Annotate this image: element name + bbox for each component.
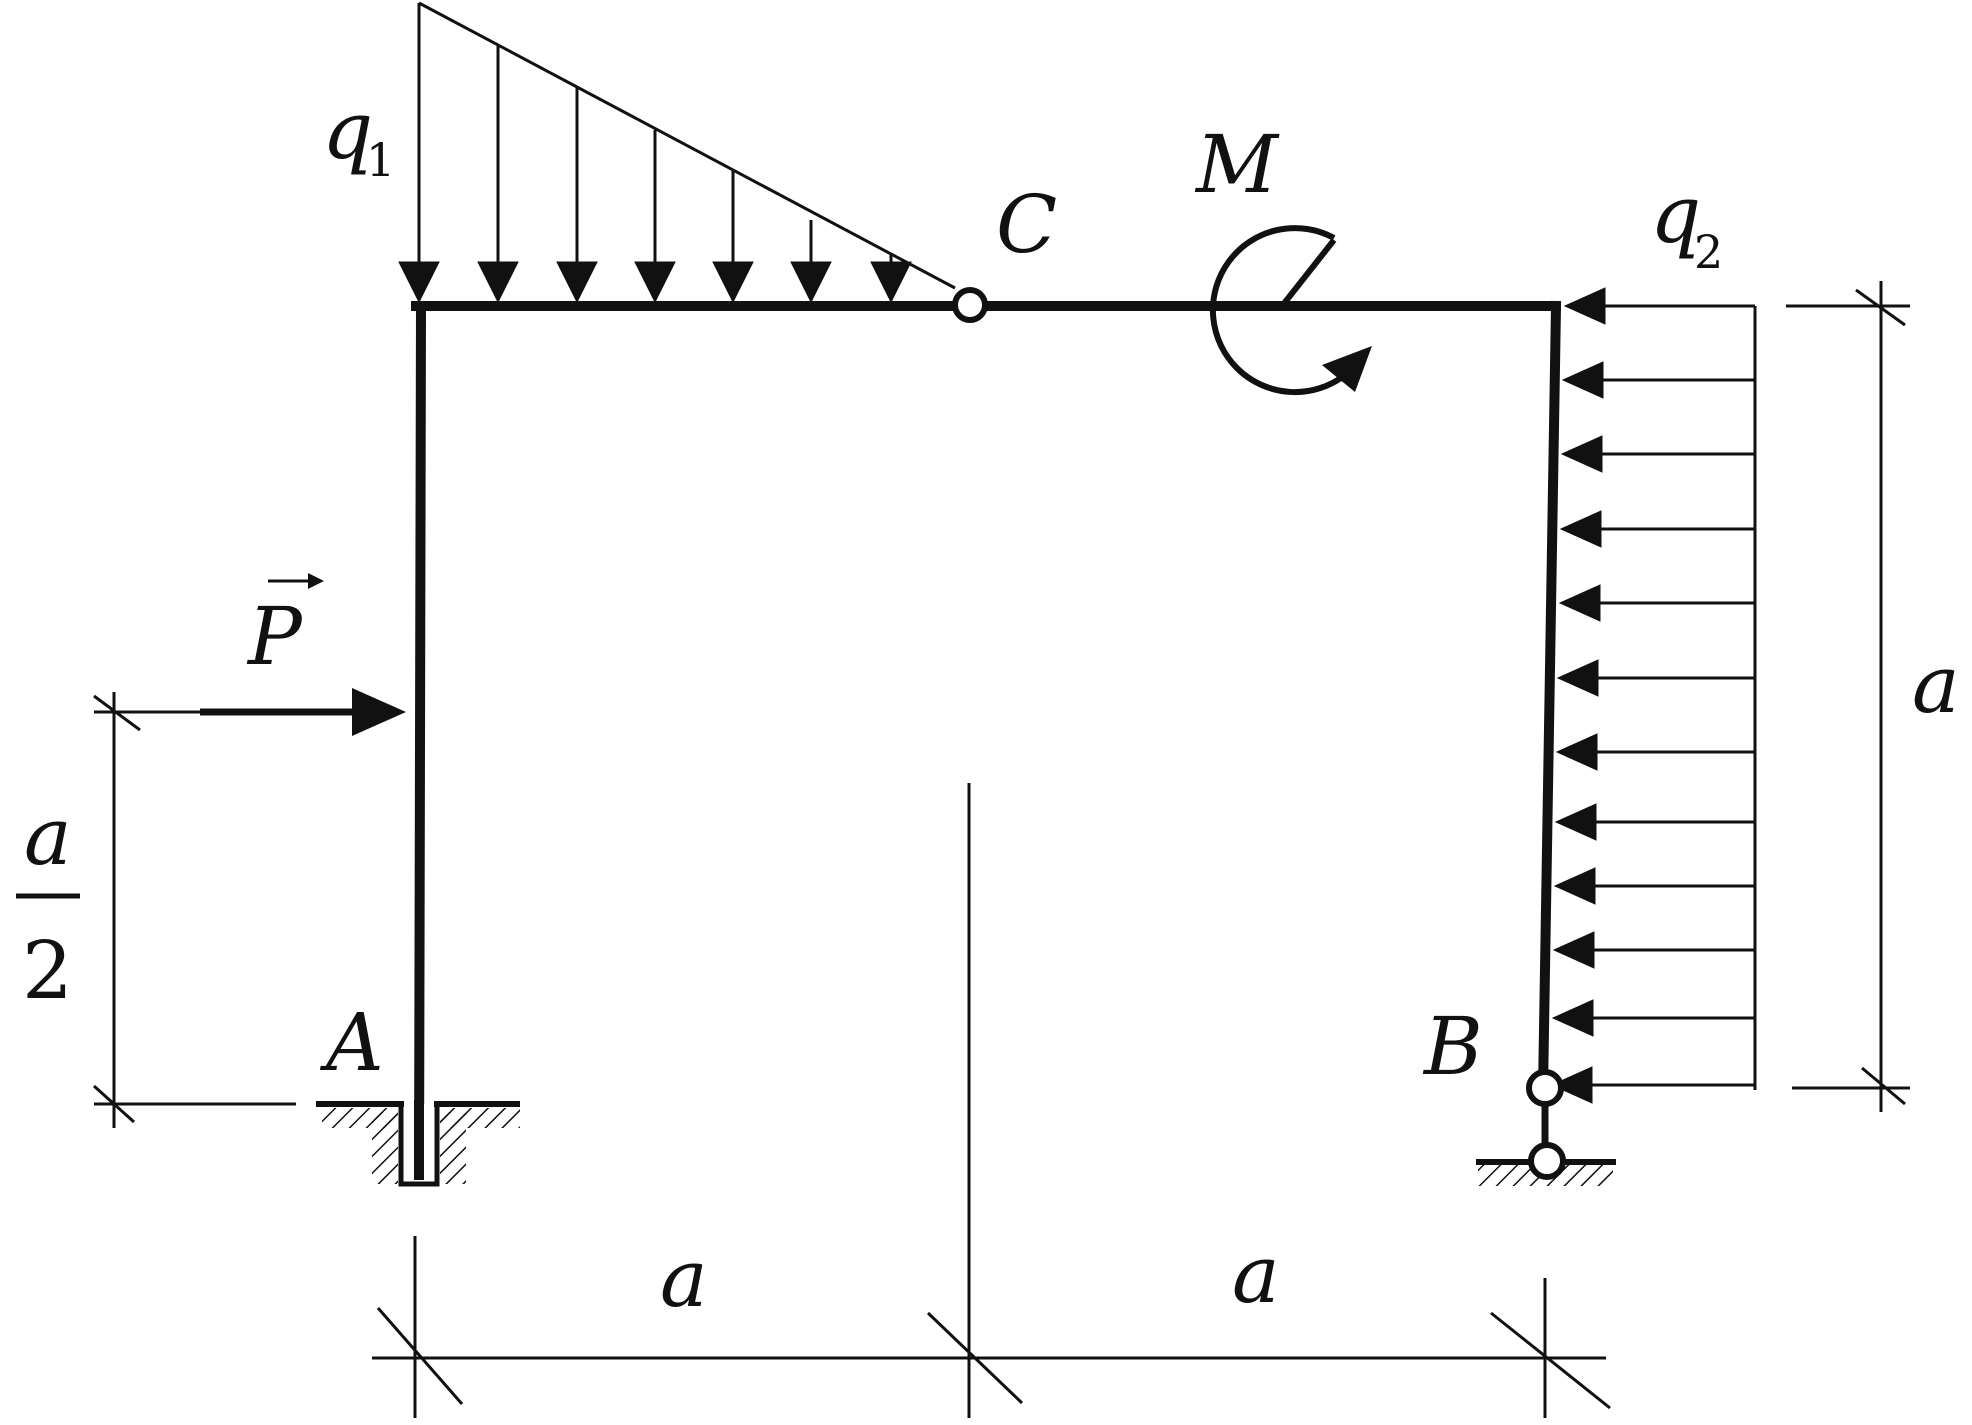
label-b: B (1422, 1000, 1483, 1093)
p-vector-arrowhead (308, 573, 324, 589)
q2-arrowhead-3 (1560, 435, 1603, 473)
label-a: A (319, 996, 384, 1089)
label-q2-sub: 2 (1694, 225, 1723, 279)
q2-arrowhead-4 (1559, 510, 1602, 548)
q1-arrowhead-5 (712, 261, 754, 304)
distributed-load-q2 (1550, 287, 1757, 1104)
q2-arrowhead-10 (1552, 931, 1595, 969)
q2-arrowhead-11 (1551, 999, 1594, 1037)
hinge-b-top (1526, 1069, 1564, 1107)
q2-arrowhead-8 (1554, 803, 1597, 841)
hinge-c (952, 287, 988, 323)
q1-arrowhead-4 (634, 261, 676, 304)
label-dim-vertical: a (1912, 638, 1960, 731)
dimension-lines (92, 281, 1910, 1418)
q2-arrowhead-2 (1561, 361, 1604, 399)
q1-arrowhead-1 (398, 261, 440, 304)
moment-m (1209, 225, 1372, 396)
q2-arrowhead-6 (1556, 659, 1599, 697)
q1-arrowhead-2 (477, 261, 519, 304)
moment-arc (1209, 225, 1347, 396)
q1-arrowhead-6 (790, 261, 832, 304)
label-m: M (1194, 118, 1280, 211)
q1-arrowhead-3 (556, 261, 598, 304)
q1-envelope (418, 1, 956, 290)
distributed-load-q1 (398, 1, 956, 304)
dim-right-tick-top (1855, 288, 1906, 327)
dim-left-tick-top (93, 694, 141, 732)
left-column (413, 300, 427, 1186)
label-q1: q (322, 84, 373, 177)
label-p: P (246, 590, 303, 683)
label-dim-left: a (660, 1232, 708, 1325)
q1-arrowhead-7 (870, 261, 912, 304)
frame-structure (411, 300, 1562, 1186)
q2-arrowhead-5 (1558, 584, 1601, 622)
moment-arrowhead (1322, 346, 1372, 392)
right-column (1537, 300, 1562, 1096)
hinge-b-bottom (1528, 1142, 1566, 1180)
dim-tick-middle (926, 1311, 1024, 1405)
support-b (1476, 1069, 1616, 1186)
label-q2: q (1650, 168, 1701, 261)
label-half-denominator: 2 (22, 924, 73, 1017)
dim-tick-right (1490, 1311, 1611, 1410)
q2-arrowhead-12 (1550, 1066, 1593, 1104)
dim-left-tick-bottom (92, 1084, 136, 1124)
label-half-numerator: a (24, 790, 72, 883)
force-p (200, 573, 406, 736)
dim-tick-left (376, 1307, 464, 1405)
support-a-socket (398, 1104, 440, 1187)
dim-right-tick-bottom (1861, 1066, 1906, 1106)
q2-arrowhead-1 (1563, 287, 1606, 325)
label-q1-sub: 1 (366, 133, 395, 187)
force-p-arrowhead (352, 688, 406, 736)
q2-arrowhead-7 (1555, 733, 1598, 771)
q2-arrowhead-9 (1553, 867, 1596, 905)
support-a (316, 1100, 520, 1190)
labels: q 1 q 2 M C A B P a a a a 2 (16, 84, 1960, 1325)
moment-arm (1279, 238, 1337, 308)
label-dim-right: a (1232, 1228, 1280, 1321)
label-c: C (996, 178, 1057, 271)
